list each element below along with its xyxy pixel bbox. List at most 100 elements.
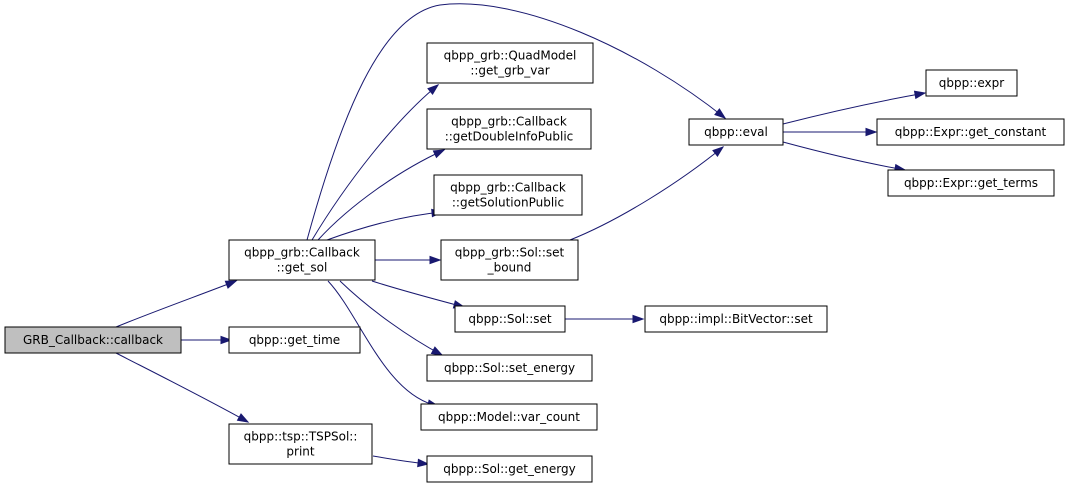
node-sol-set[interactable]: qbpp::Sol::set (454, 305, 566, 333)
node-box (644, 305, 828, 333)
edge-get_sol-to-quad_get_grb_var (311, 84, 440, 241)
edge-root-to-print (115, 352, 250, 423)
node-get-constant[interactable]: qbpp::Expr::get_constant (876, 118, 1065, 146)
node-box (426, 455, 593, 483)
node-label: qbpp_grb::Callback (451, 115, 567, 129)
edge-line (311, 84, 439, 241)
node-box (688, 118, 784, 146)
node-label: print (286, 445, 314, 459)
node-label: _bound (487, 261, 532, 275)
edge-line (115, 352, 249, 423)
edge-print-to-get_energy (372, 455, 430, 468)
edge-set_bound-to-eval (569, 146, 725, 241)
arrowhead-icon (224, 280, 238, 289)
node-box (420, 403, 598, 431)
edge-sol_set-to-bitvector_set (565, 314, 645, 324)
node-box (228, 239, 376, 281)
node-box (228, 423, 373, 465)
node-label: qbpp::Sol::set_energy (444, 361, 575, 375)
edge-line (569, 146, 724, 241)
node-label: qbpp::Sol::set (468, 312, 552, 326)
edge-line (339, 280, 443, 356)
edge-root-to-get_time (181, 335, 233, 345)
node-eval[interactable]: qbpp::eval (688, 118, 784, 146)
edge-get_sol-to-set_energy (339, 280, 444, 356)
node-box (228, 326, 361, 354)
node-label: qbpp_grb::Callback (244, 246, 360, 260)
arrowhead-icon (913, 90, 927, 100)
edge-line (317, 149, 445, 241)
node-label: ::getDoubleInfoPublic (445, 130, 574, 144)
node-quad-get-grb-var[interactable]: qbpp_grb::QuadModel::get_grb_var (426, 42, 594, 84)
edges-layer (115, 3, 927, 468)
edge-get_sol-to-set_bound (375, 255, 442, 265)
node-box (4, 326, 182, 354)
node-expr[interactable]: qbpp::expr (925, 69, 1018, 97)
node-label: qbpp::expr (939, 76, 1004, 90)
edge-get_sol-to-eval (306, 3, 727, 241)
node-get-energy[interactable]: qbpp::Sol::get_energy (426, 455, 593, 483)
node-var-count[interactable]: qbpp::Model::var_count (420, 403, 598, 431)
edge-line (371, 280, 465, 308)
node-box (454, 305, 566, 333)
node-label: qbpp::Expr::get_terms (904, 176, 1038, 190)
node-label: ::getSolutionPublic (452, 196, 564, 210)
node-box (426, 108, 592, 150)
node-label: qbpp::Model::var_count (438, 410, 580, 424)
node-box (440, 239, 579, 281)
arrowhead-icon (632, 314, 645, 324)
arrowhead-icon (427, 84, 440, 96)
arrowhead-icon (417, 458, 430, 468)
edge-eval-to-expr (782, 90, 927, 125)
node-label: qbpp_grb::QuadModel (444, 49, 577, 63)
arrowhead-icon (432, 149, 446, 159)
edge-line (115, 280, 237, 328)
node-box (876, 118, 1065, 146)
node-label: qbpp::impl::BitVector::set (659, 312, 813, 326)
node-label: ::get_sol (277, 261, 328, 275)
edge-line (782, 141, 906, 171)
arrowhead-icon (714, 108, 727, 119)
node-get-sol[interactable]: qbpp_grb::Callback::get_sol (228, 239, 376, 281)
arrowhead-icon (865, 127, 878, 137)
nodes-layer: GRB_Callback::callback qbpp_grb::Callback… (4, 42, 1065, 483)
node-set-energy[interactable]: qbpp::Sol::set_energy (426, 354, 593, 382)
edge-eval-to-get_constant (783, 127, 878, 137)
node-root[interactable]: GRB_Callback::callback (4, 326, 182, 354)
edge-line (782, 92, 926, 125)
node-get-terms[interactable]: qbpp::Expr::get_terms (887, 169, 1055, 197)
node-label: ::get_grb_var (470, 64, 549, 78)
edge-line (326, 211, 443, 241)
edge-line (306, 3, 726, 241)
arrowhead-icon (220, 335, 233, 345)
node-label: GRB_Callback::callback (23, 333, 163, 347)
arrowhead-icon (429, 255, 442, 265)
edge-get_sol-to-get_double_info (317, 149, 446, 241)
arrowhead-icon (236, 413, 250, 423)
node-label: qbpp::Sol::get_energy (443, 462, 575, 476)
node-label: qbpp::get_time (249, 333, 340, 347)
node-box (433, 174, 583, 216)
node-label: qbpp::eval (704, 125, 768, 139)
node-print[interactable]: qbpp::tsp::TSPSol::print (228, 423, 373, 465)
arrowhead-icon (712, 146, 725, 157)
edge-root-to-get_sol (115, 280, 238, 328)
node-get-double-info[interactable]: qbpp_grb::Callback::getDoubleInfoPublic (426, 108, 592, 150)
node-label: qbpp_grb::Sol::set (455, 246, 565, 260)
node-label: qbpp_grb::Callback (450, 181, 566, 195)
edge-line (327, 280, 439, 407)
node-label: qbpp::Expr::get_constant (895, 125, 1047, 139)
edge-eval-to-get_terms (782, 141, 907, 173)
node-box (887, 169, 1055, 197)
node-get-time[interactable]: qbpp::get_time (228, 326, 361, 354)
edge-get_sol-to-sol_set (371, 280, 466, 309)
node-label: qbpp::tsp::TSPSol:: (244, 430, 358, 444)
node-box (426, 354, 593, 382)
node-get-solution-public[interactable]: qbpp_grb::Callback::getSolutionPublic (433, 174, 583, 216)
arrowhead-icon (430, 346, 444, 356)
node-box (426, 42, 594, 84)
node-bitvector-set[interactable]: qbpp::impl::BitVector::set (644, 305, 828, 333)
node-box (925, 69, 1018, 97)
node-set-bound[interactable]: qbpp_grb::Sol::set_bound (440, 239, 579, 281)
